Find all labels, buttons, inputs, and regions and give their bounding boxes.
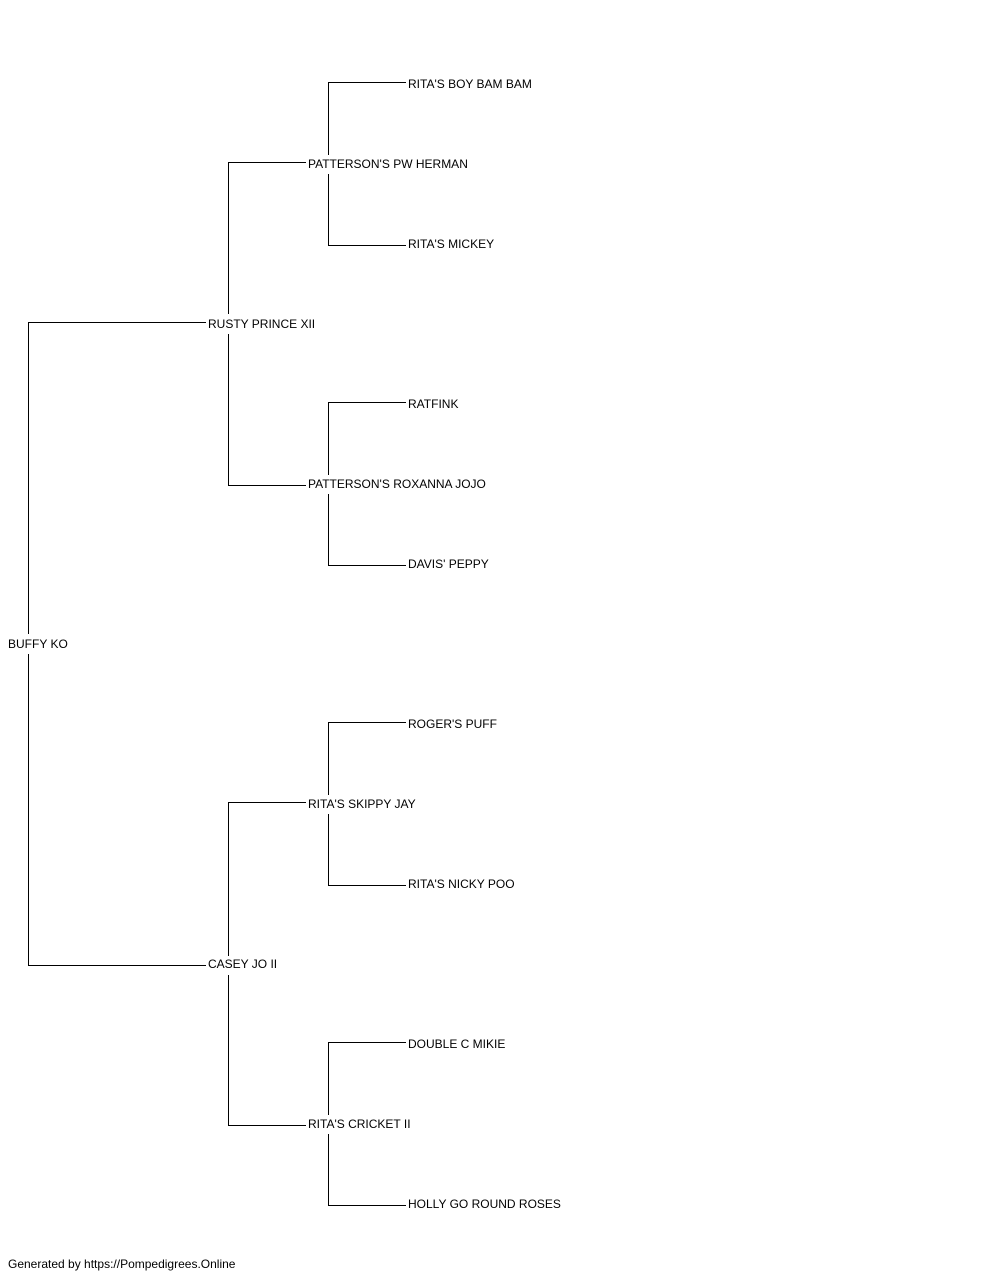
node-dam-sire-sire: ROGER'S PUFF	[408, 717, 497, 731]
node-sire-dam-dam: DAVIS' PEPPY	[408, 557, 489, 571]
node-dam-sire-dam: RITA'S NICKY POO	[408, 877, 515, 891]
node-sire-sire-dam: RITA'S MICKEY	[408, 237, 494, 251]
node-sire-dam: PATTERSON'S ROXANNA JOJO	[308, 477, 486, 491]
node-dam-dam-sire: DOUBLE C MIKIE	[408, 1037, 505, 1051]
node-sire: RUSTY PRINCE XII	[208, 317, 315, 331]
node-sire-dam-sire: RATFINK	[408, 397, 458, 411]
node-dam-dam-dam: HOLLY GO ROUND ROSES	[408, 1197, 561, 1211]
node-sire-sire: PATTERSON'S PW HERMAN	[308, 157, 468, 171]
node-dam: CASEY JO II	[208, 957, 277, 971]
node-subject: BUFFY KO	[8, 637, 68, 651]
node-dam-sire: RITA'S SKIPPY JAY	[308, 797, 416, 811]
node-sire-sire-sire: RITA'S BOY BAM BAM	[408, 77, 532, 91]
footer-credit: Generated by https://Pompedigrees.Online	[8, 1257, 236, 1271]
node-dam-dam: RITA'S CRICKET II	[308, 1117, 411, 1131]
